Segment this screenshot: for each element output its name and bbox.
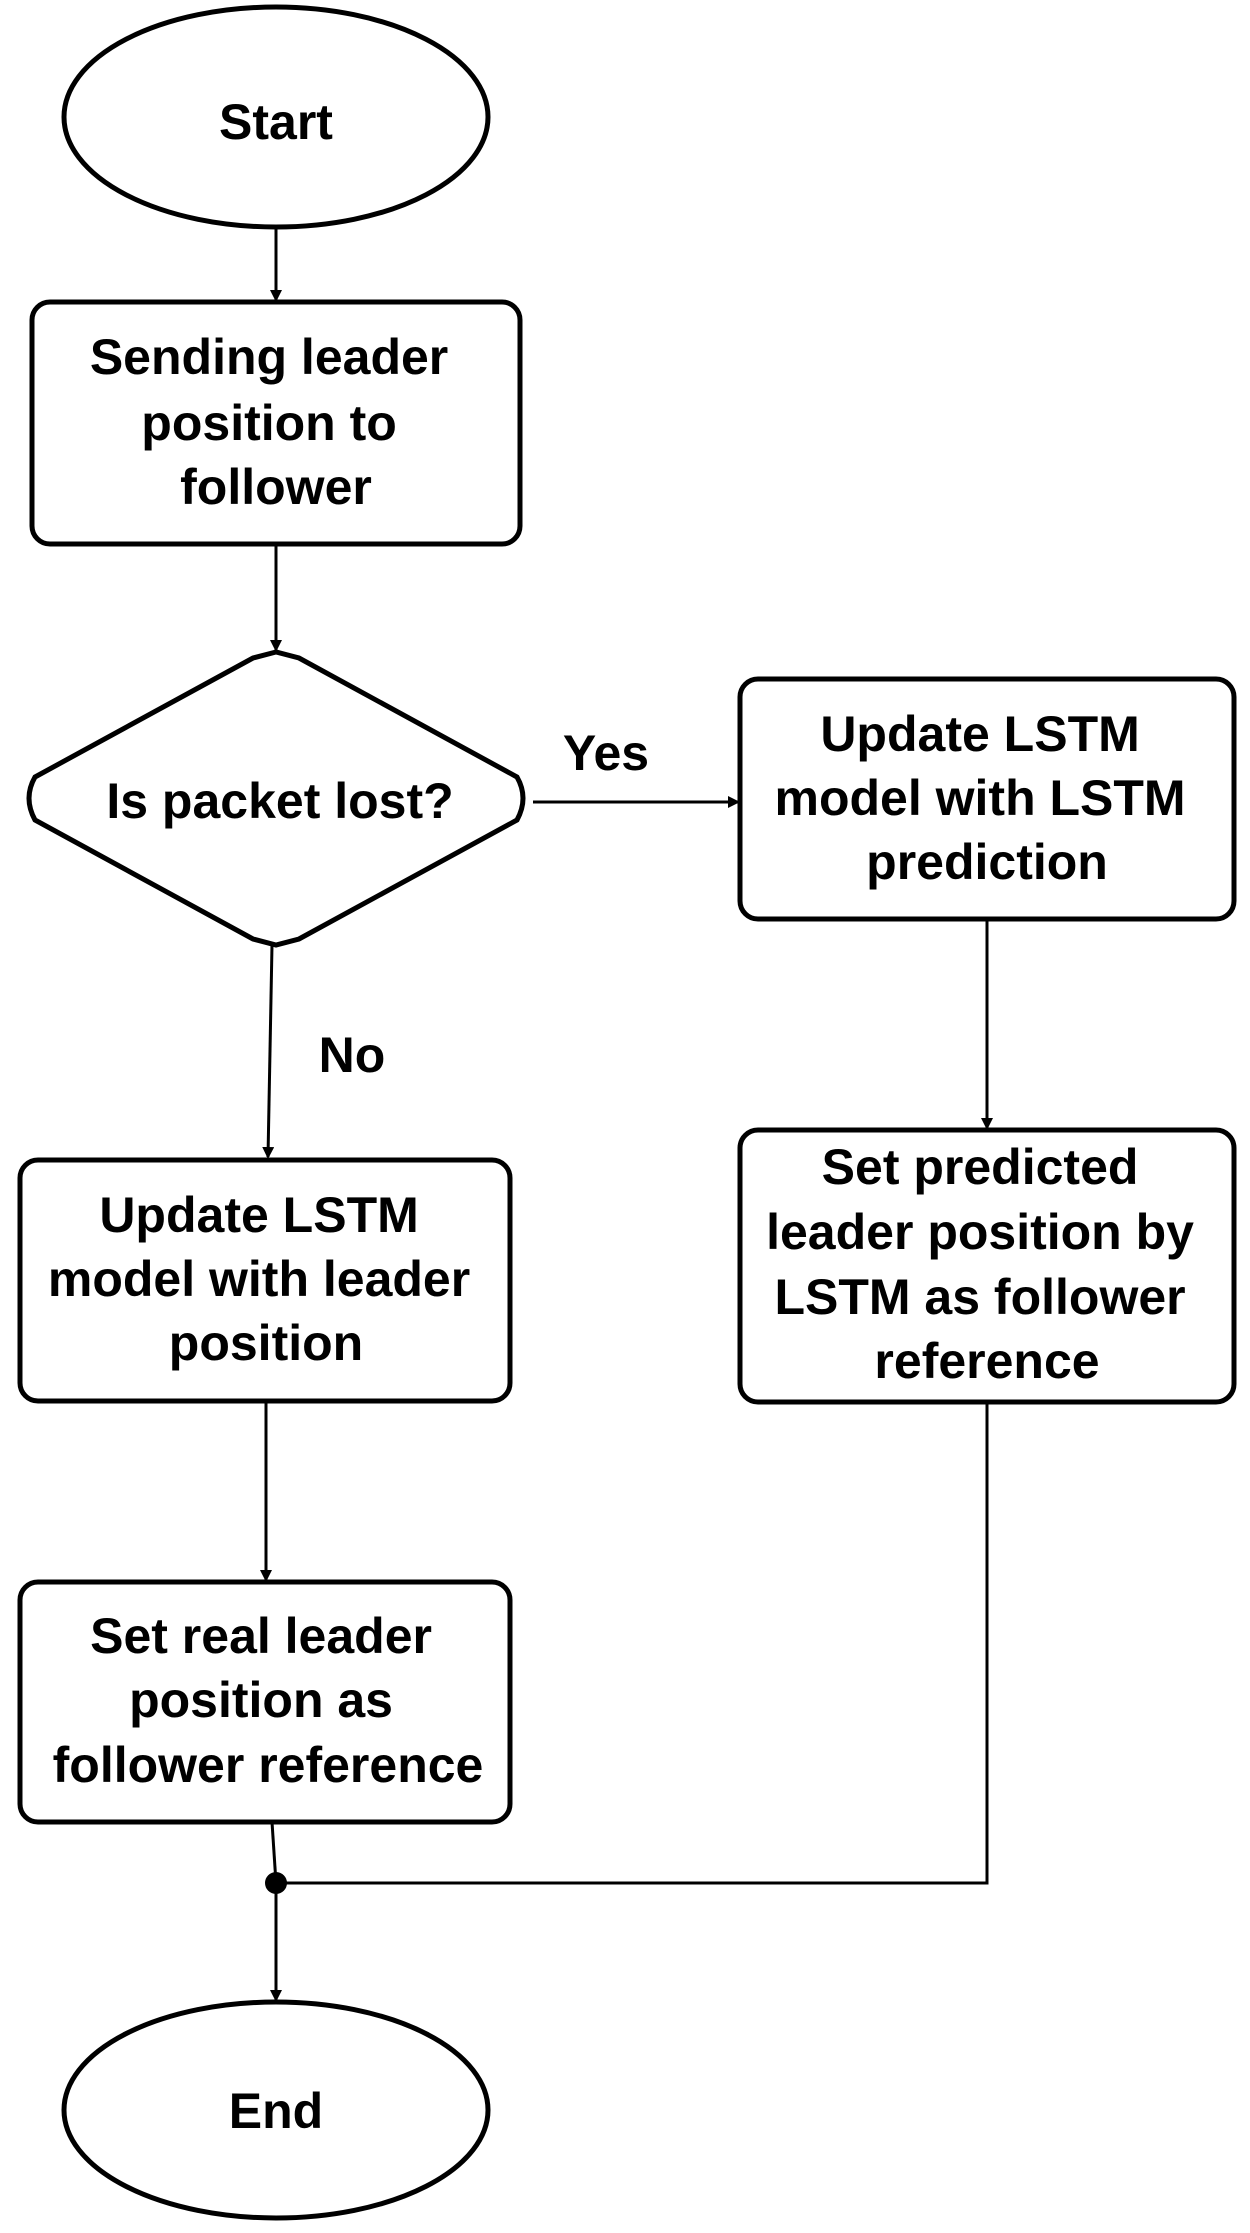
edge-decision-no	[262, 944, 275, 1159]
edge-set-pred-to-merge	[276, 1402, 989, 1885]
set-predicted-position-label: Set predicted leader position by LSTM as…	[766, 1139, 1208, 1389]
update-lstm-prediction-node: Update LSTM model with LSTM prediction	[737, 676, 1237, 922]
set-predicted-position-node: Set predicted leader position by LSTM as…	[737, 1127, 1237, 1405]
merge-junction-dot	[265, 1872, 287, 1894]
start-ellipse	[61, 4, 491, 230]
send-position-node: Sending leader position to follower	[29, 299, 523, 547]
update-lstm-prediction-label: Update LSTM model with LSTM prediction	[775, 706, 1200, 890]
start-node: Start	[61, 4, 491, 230]
packet-lost-decision: Is packet lost?	[26, 649, 526, 948]
decision-diamond	[26, 649, 526, 948]
yes-label: Yes	[563, 725, 649, 781]
set-real-position-label: Set real leader position as follower ref…	[53, 1608, 484, 1793]
decision-label: Is packet lost?	[106, 773, 453, 829]
update-lstm-prediction-box	[737, 676, 1237, 922]
start-label: Start	[219, 94, 333, 150]
send-position-label: Sending leader position to follower	[90, 329, 462, 515]
end-ellipse	[61, 1999, 491, 2221]
send-position-box	[29, 299, 523, 547]
edges	[260, 227, 993, 2002]
set-real-position-box	[17, 1579, 513, 1825]
set-real-position-node: Set real leader position as follower ref…	[17, 1579, 513, 1825]
update-lstm-leader-label: Update LSTM model with leader position	[48, 1187, 484, 1371]
update-lstm-leader-box	[17, 1157, 513, 1404]
no-label: No	[319, 1027, 386, 1083]
end-label: End	[229, 2083, 323, 2139]
end-node: End	[61, 1999, 491, 2221]
set-predicted-position-box	[737, 1127, 1237, 1405]
update-lstm-leader-node: Update LSTM model with leader position	[17, 1157, 513, 1404]
